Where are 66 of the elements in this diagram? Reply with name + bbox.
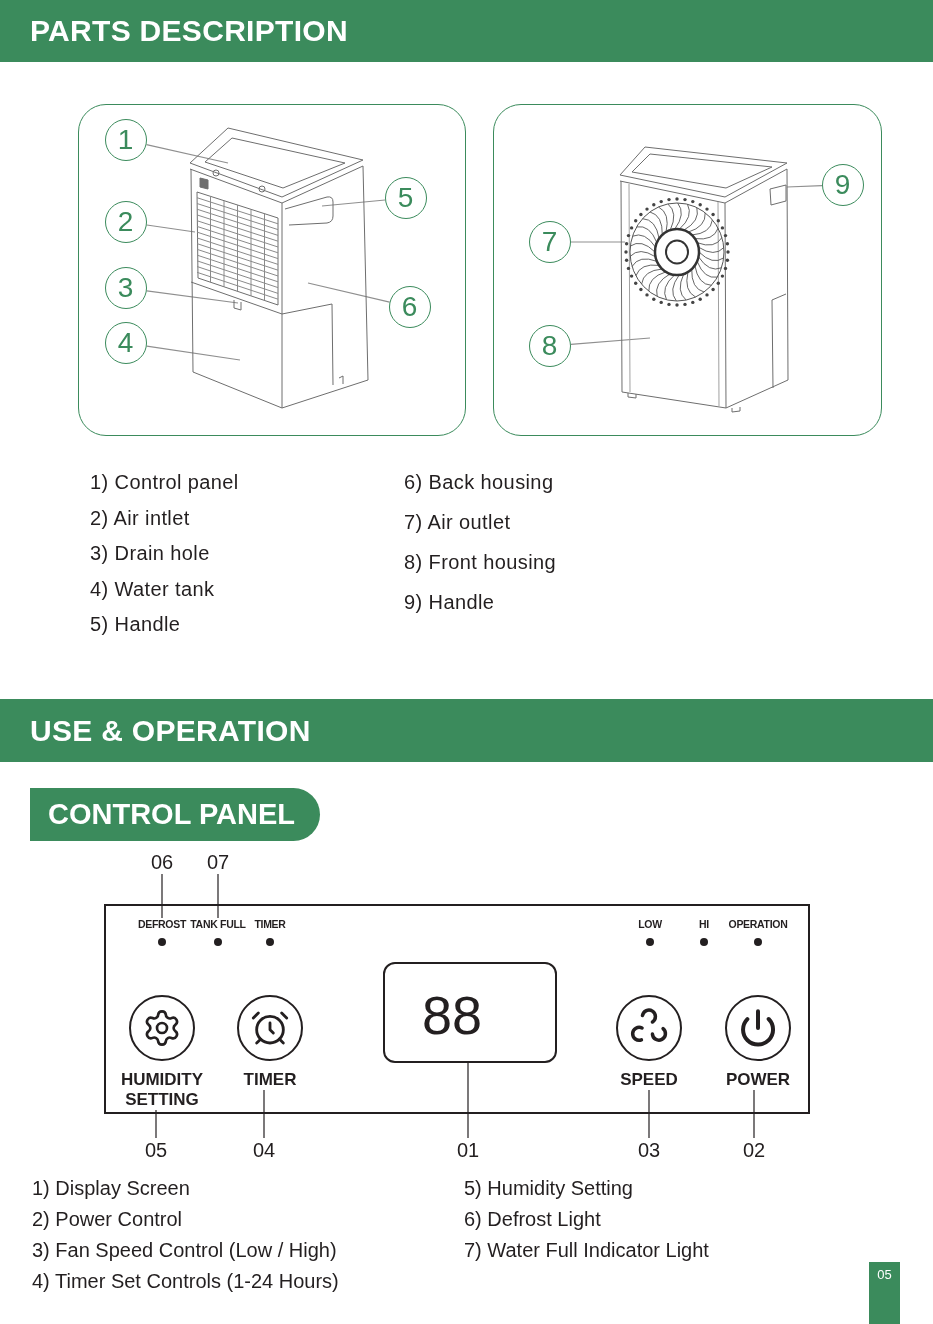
indicator-label: HI: [699, 918, 709, 931]
button-label: POWER: [725, 1070, 791, 1090]
leader-line: [321, 199, 386, 207]
leader-line: [145, 144, 229, 164]
illustration-frame: [493, 104, 882, 436]
display-screen: 88: [383, 962, 557, 1063]
indicator-label: DEFROST: [137, 918, 187, 931]
callout-circle: 1: [104, 118, 147, 161]
leader-line: [467, 1062, 469, 1139]
leader-line: [570, 337, 651, 345]
list-item: 3) Drain hole: [90, 541, 210, 565]
callout-number: 05: [139, 1138, 173, 1162]
list-item: 3) Fan Speed Control (Low / High): [32, 1238, 337, 1262]
callout-number: 06: [145, 850, 179, 874]
indicator-label: TIMER: [254, 918, 286, 931]
callout-number: 01: [451, 1138, 485, 1162]
control-panel: [104, 904, 810, 1114]
list-item: 4) Water tank: [90, 577, 215, 601]
leader-line: [146, 345, 241, 361]
indicator-label: TANK FULL: [190, 918, 246, 931]
list-item: 6) Defrost Light: [464, 1207, 601, 1231]
button-label: HUMIDITY SETTING: [119, 1070, 205, 1110]
callout-number: 03: [632, 1138, 666, 1162]
leader-line: [155, 1109, 157, 1139]
list-item: 2) Power Control: [32, 1207, 183, 1231]
section-tab: CONTROL PANEL: [30, 788, 320, 841]
section-header-band: USE & OPERATION: [0, 699, 933, 762]
leader-line: [146, 290, 239, 304]
indicator-label: OPERATION: [728, 918, 788, 931]
leader-line: [217, 873, 219, 919]
list-item: 2) Air intlet: [90, 506, 190, 530]
callout-circle: 5: [384, 176, 427, 219]
callout-circle: 8: [528, 324, 571, 367]
list-item: 9) Handle: [404, 590, 495, 614]
callout-circle: 6: [388, 285, 431, 328]
button-label: SPEED: [620, 1070, 678, 1090]
callout-circle: 7: [528, 220, 571, 263]
callout-circle: 2: [104, 200, 147, 243]
list-item: 4) Timer Set Controls (1-24 Hours): [32, 1269, 339, 1293]
list-item: 7) Air outlet: [404, 510, 511, 534]
list-item: 6) Back housing: [404, 470, 554, 494]
leader-line: [263, 1089, 265, 1139]
callout-circle: 9: [821, 163, 864, 206]
leader-line: [307, 282, 391, 303]
leader-line: [786, 185, 823, 188]
list-item: 8) Front housing: [404, 550, 557, 574]
list-item: 5) Humidity Setting: [464, 1176, 633, 1200]
illustration-frame: [78, 104, 466, 436]
page-number: 05: [869, 1262, 900, 1324]
list-item: 1) Control panel: [90, 470, 239, 494]
list-item: 1) Display Screen: [32, 1176, 190, 1200]
callout-number: 02: [737, 1138, 771, 1162]
callout-number: 04: [247, 1138, 281, 1162]
leader-line: [753, 1089, 755, 1139]
button-label: TIMER: [243, 1070, 297, 1090]
leader-line: [146, 224, 196, 233]
list-item: 5) Handle: [90, 612, 181, 636]
callout-circle: 4: [104, 321, 147, 364]
section-header-band: PARTS DESCRIPTION: [0, 0, 933, 62]
indicator-label: LOW: [638, 918, 662, 931]
list-item: 7) Water Full Indicator Light: [464, 1238, 709, 1262]
leader-line: [570, 241, 626, 243]
callout-number: 07: [201, 850, 235, 874]
leader-line: [648, 1089, 650, 1139]
callout-circle: 3: [104, 266, 147, 309]
leader-line: [161, 873, 163, 919]
